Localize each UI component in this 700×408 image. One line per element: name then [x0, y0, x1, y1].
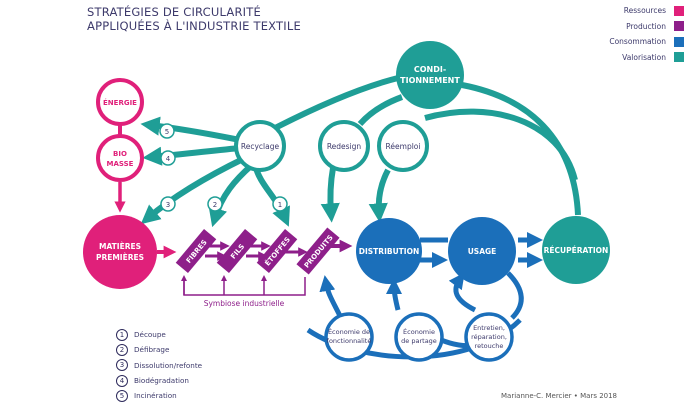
- conditionnement-label-2: TIONNEMENT: [400, 76, 460, 85]
- node-entretien[interactable]: Entretien, réparation, retouche: [464, 312, 514, 362]
- matieres-label-1: MATIÈRES: [99, 242, 141, 251]
- key-item: 5 Incinération: [116, 388, 202, 403]
- reemploi-label: Réemploi: [386, 142, 421, 151]
- flow-recyclage-biomasse: [142, 145, 241, 166]
- key-number: 2: [116, 343, 128, 356]
- flow-usage-entretien: [506, 271, 524, 320]
- badge-5: 5: [159, 123, 175, 139]
- badge-number: 1: [278, 201, 282, 209]
- distribution-label: DISTRIBUTION: [359, 247, 419, 256]
- eco-fonct-label-1: Économie de: [328, 327, 370, 336]
- legend-swatch: [674, 21, 684, 32]
- entretien-label-1: Entretien,: [473, 324, 505, 332]
- flow-recyclage-matieres: [140, 155, 247, 225]
- legend-item-consommation: Consommation: [609, 34, 684, 50]
- node-reemploi[interactable]: Réemploi: [377, 120, 429, 172]
- key-item: 1 Découpe: [116, 327, 202, 342]
- key-item: 2 Défibrage: [116, 342, 202, 357]
- node-economie-fonctionnalite[interactable]: Économie de fonctionnalité: [324, 312, 374, 362]
- conditionnement-label-1: CONDI-: [414, 65, 446, 74]
- key-number: 5: [116, 389, 128, 402]
- production-group: Symbiose industrielle FIBRES FILS ÉTOFFE…: [175, 227, 353, 308]
- ressources-group: ÉNERGIE BIO MASSE MATIÈRES PREMIÈRES: [83, 78, 177, 289]
- node-energie[interactable]: ÉNERGIE: [96, 78, 144, 126]
- diagram-title: STRATÉGIES DE CIRCULARITÉ APPLIQUÉES À L…: [87, 5, 301, 33]
- key-number: 4: [116, 374, 128, 387]
- title-line-2: APPLIQUÉES À L'INDUSTRIE TEXTILE: [87, 19, 301, 33]
- consommation-group: DISTRIBUTION USAGE Économie de fonctionn…: [306, 217, 544, 362]
- badge-number: 4: [166, 155, 171, 163]
- flow-partage-distribution: [386, 277, 403, 311]
- stage-fils[interactable]: FILS: [216, 229, 258, 273]
- legend-label: Valorisation: [622, 52, 666, 62]
- eco-partage-label-1: Économie: [403, 327, 435, 336]
- symbiose-label: Symbiose industrielle: [204, 299, 285, 308]
- biomasse-label-1: BIO: [113, 150, 127, 158]
- matieres-label-2: PREMIÈRES: [96, 253, 144, 262]
- flow-conditionnement-redesign: [357, 94, 404, 127]
- flow-entretien-usage: [448, 272, 477, 313]
- legend-label: Ressources: [623, 6, 666, 16]
- symbiose-bracket: [183, 277, 306, 296]
- title-line-1: STRATÉGIES DE CIRCULARITÉ: [87, 5, 261, 19]
- legend-swatch: [674, 52, 684, 63]
- flow-recyclage-energie: [140, 116, 241, 143]
- biomasse-label-2: MASSE: [107, 160, 134, 168]
- key-number: 3: [116, 359, 128, 372]
- credit-line: Marianne-C. Mercier • Mars 2018: [501, 392, 618, 400]
- node-recuperation[interactable]: RÉCUPÉRATION: [542, 216, 610, 284]
- process-key: 1 Découpe 2 Défibrage 3 Dissolution/refonte…: [116, 327, 202, 403]
- flow-reemploi-distribution: [368, 168, 391, 223]
- node-conditionnement[interactable]: CONDI- TIONNEMENT: [396, 41, 464, 109]
- legend-label: Production: [626, 21, 666, 31]
- flow-redesign-produits: [320, 167, 340, 223]
- node-recyclage[interactable]: Recyclage: [234, 120, 286, 172]
- node-redesign[interactable]: Redesign: [318, 120, 370, 172]
- key-label: Incinération: [134, 391, 177, 401]
- legend: Ressources Production Consommation Valor…: [609, 3, 684, 65]
- legend-swatch: [674, 36, 684, 47]
- recuperation-label: RÉCUPÉRATION: [544, 246, 609, 255]
- entretien-label-3: retouche: [475, 342, 504, 350]
- badge-3: 3: [160, 196, 176, 212]
- eco-partage-label-2: de partage: [401, 337, 437, 345]
- key-item: 4 Biodégradation: [116, 373, 202, 388]
- key-number: 1: [116, 328, 128, 341]
- flow-recyclage-fibres: [208, 162, 254, 228]
- stage-fibres[interactable]: FIBRES: [175, 229, 217, 273]
- node-usage[interactable]: USAGE: [448, 217, 516, 285]
- badge-number: 2: [213, 201, 217, 209]
- flow-reemploi-recuperation: [424, 108, 578, 181]
- flow-recyclage-conditionnement: [273, 75, 399, 131]
- legend-swatch: [674, 5, 684, 16]
- key-label: Défibrage: [134, 345, 170, 355]
- key-label: Biodégradation: [134, 376, 189, 386]
- entretien-label-2: réparation,: [471, 333, 507, 341]
- legend-item-valorisation: Valorisation: [609, 50, 684, 66]
- badge-1: 1: [272, 196, 288, 212]
- badge-number: 3: [166, 201, 170, 209]
- badge-4: 4: [160, 150, 176, 166]
- node-biomasse[interactable]: BIO MASSE: [96, 134, 144, 182]
- key-item: 3 Dissolution/refonte: [116, 358, 202, 373]
- node-matieres-premieres[interactable]: MATIÈRES PREMIÈRES: [83, 215, 157, 289]
- key-label: Dissolution/refonte: [134, 360, 203, 370]
- key-label: Découpe: [134, 330, 166, 340]
- usage-label: USAGE: [468, 247, 497, 256]
- valorisation-flows: [140, 75, 581, 228]
- flow-conditionnement-recuperation: [461, 82, 581, 216]
- process-badges: 5 4 3 2 1: [159, 123, 288, 212]
- legend-item-ressources: Ressources: [609, 3, 684, 19]
- node-distribution[interactable]: DISTRIBUTION: [356, 218, 422, 284]
- eco-fonct-label-2: fonctionnalité: [327, 337, 372, 345]
- badge-2: 2: [207, 196, 223, 212]
- redesign-label: Redesign: [327, 142, 362, 151]
- badge-number: 5: [165, 128, 169, 136]
- recyclage-label: Recyclage: [241, 142, 280, 151]
- legend-label: Consommation: [609, 37, 666, 47]
- legend-item-production: Production: [609, 19, 684, 35]
- node-economie-partage[interactable]: Économie de partage: [394, 312, 444, 362]
- energie-label: ÉNERGIE: [103, 98, 137, 107]
